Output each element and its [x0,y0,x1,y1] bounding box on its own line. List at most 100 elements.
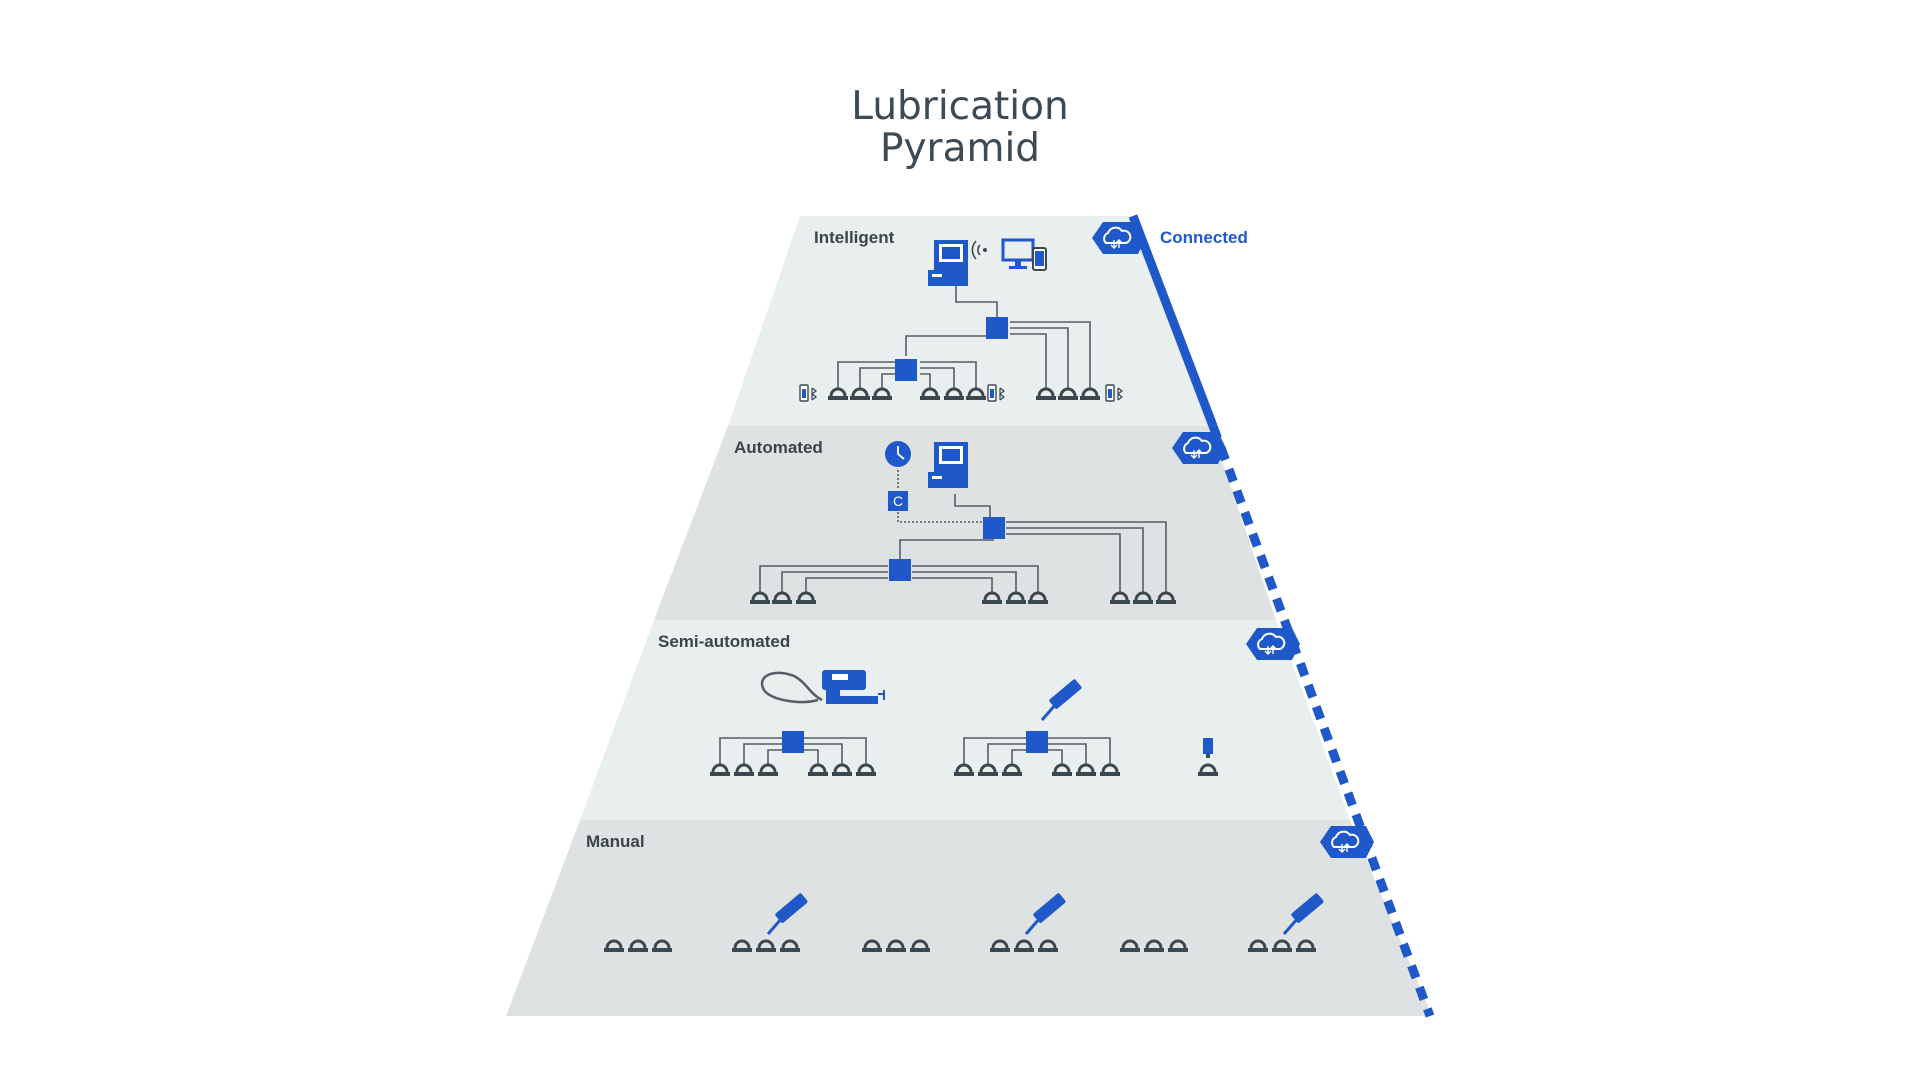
connected-label: Connected [1160,228,1248,247]
cloud-sync-icon [1092,222,1146,254]
bearing-point-icon [920,387,940,400]
bearing-point-icon [944,387,964,400]
bearing-point-icon [1080,387,1100,400]
bearing-point-icon [1052,763,1072,776]
pump-icon [782,731,804,753]
bearing-point-icon [1120,939,1140,952]
cloud-sync-icon [1172,432,1226,464]
grease-gun-icon [1282,893,1324,935]
bearing-point-icon [1296,939,1316,952]
bearing-point-icon [1168,939,1188,952]
grease-gun-icon [1040,679,1082,721]
tier-label-intelligent: Intelligent [814,228,895,247]
grease-gun-icon [822,670,885,704]
bearing-point-icon [966,387,986,400]
bearing-point-icon [1272,939,1292,952]
pump-icon [895,359,917,381]
wireless-icon [971,240,987,260]
controller-letter: C [893,493,903,509]
pump-icon [983,517,1005,539]
bearing-point-icon [796,591,816,604]
tier-manual-band [506,820,1432,1016]
connected-solid-line [1128,214,1218,428]
pump-icon [1026,731,1048,753]
bearing-point-icon [652,939,672,952]
bearing-point-icon [872,387,892,400]
controller-icon: C [888,491,908,511]
bearing-point-icon [832,763,852,776]
wire-auto-main-sub [899,539,994,560]
bearing-point-icon [732,939,752,952]
bearing-point-icon [828,387,848,400]
bearing-point-icon [1002,763,1022,776]
bearing-point-icon [710,763,730,776]
bearing-point-icon [1198,763,1218,776]
tier-semi-automated-band [580,620,1350,820]
bearing-point-icon [990,939,1010,952]
wire-auto-controller-dotted [897,470,984,523]
grease-gun-icon [766,893,808,935]
bearing-point-icon [978,763,998,776]
wire-int-main-right [1010,321,1091,390]
bearing-point-icon [910,939,930,952]
icons-layer: C [604,222,1374,952]
tier-label-semi-automated: Semi-automated [658,632,791,651]
bearing-point-icon [954,763,974,776]
bearing-point-icon [982,591,1002,604]
bearing-point-icon [862,939,882,952]
sensor-icon [799,384,817,402]
pump-icon [889,559,911,581]
bearing-point-icon [758,763,778,776]
wire-int-main-sub [905,335,998,356]
bearing-point-icon [780,939,800,952]
bearing-point-icon [628,939,648,952]
connected-dashed-line [1208,424,1435,1018]
bearing-point-icon [850,387,870,400]
bearing-point-icon [756,939,776,952]
bearing-point-icon [1028,591,1048,604]
bearing-point-icon [1248,939,1268,952]
title-line-1: Lubrication [851,84,1069,129]
cloud-sync-icon [1246,628,1300,660]
clock-icon [885,441,911,467]
sensor-icon [1105,384,1123,402]
single-point-lubricator-icon [1203,738,1213,758]
wiring-lines [719,280,1167,766]
bearing-point-icon [1100,763,1120,776]
bearing-point-icon [1036,387,1056,400]
wire-semi-left-branches [719,737,867,766]
wire-auto-main-right [1006,521,1167,594]
pump-icon [986,317,1008,339]
bearing-point-icon [886,939,906,952]
bearing-point-icon [1058,387,1078,400]
wire-semi-hose [760,671,823,704]
computer-icon [928,240,968,286]
bearing-point-icon [1076,763,1096,776]
bearing-point-icon [1144,939,1164,952]
computer-icon [928,442,968,488]
wire-semi-mid-branches [963,737,1111,766]
title-line-2: Pyramid [879,126,1041,171]
wire-auto-sub-branches [759,565,1039,594]
bearing-point-icon [750,591,770,604]
sensor-icon [987,384,1005,402]
bearing-point-icon [1038,939,1058,952]
bearing-point-icon [808,763,828,776]
wire-int-sub-branches [837,361,977,390]
grease-gun-icon [1024,893,1066,935]
bearing-point-icon [856,763,876,776]
bearing-point-icon [772,591,792,604]
bearing-point-icon [734,763,754,776]
bearing-point-icon [1156,591,1176,604]
tier-label-manual: Manual [586,832,645,851]
tier-label-automated: Automated [734,438,823,457]
bearing-point-icon [1133,591,1153,604]
bearing-point-icon [1006,591,1026,604]
bearing-point-icon [1110,591,1130,604]
bearing-point-icon [604,939,624,952]
cloud-sync-icon [1320,826,1374,858]
wire-auto-computer-main [954,494,991,518]
bearing-point-icon [1014,939,1034,952]
